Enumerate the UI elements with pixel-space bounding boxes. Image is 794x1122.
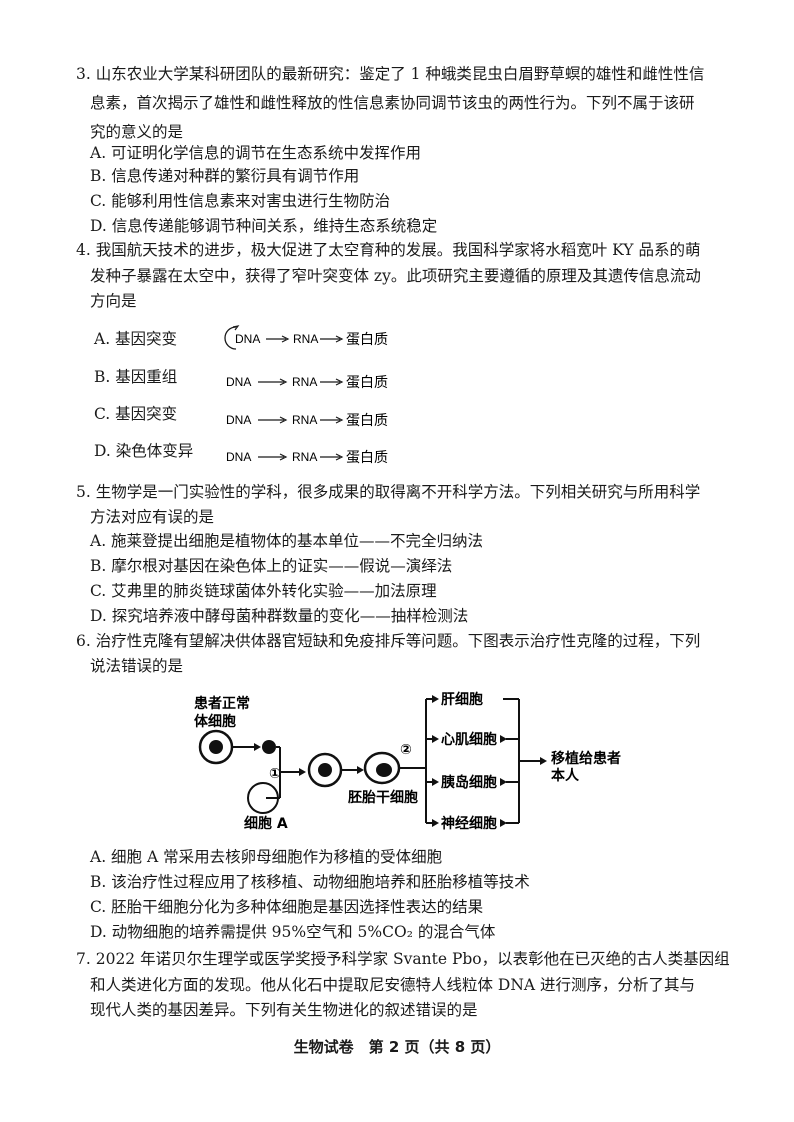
cell-a-label: 细胞 A: [244, 815, 288, 832]
arrow-head: [432, 778, 439, 786]
arrow-head: [335, 453, 344, 461]
q4-option-c-flow: DNA RNA 蛋白质: [226, 413, 388, 429]
protein-label: 蛋白质: [346, 450, 388, 466]
arrow-head: [432, 695, 439, 703]
q6-stem-line-2: 说法错误的是: [90, 657, 184, 675]
arrow-head: [279, 453, 288, 461]
arrow-head: [254, 743, 261, 751]
q5-option-d: D. 探究培养液中酵母菌种群数量的变化——抽样检测法: [90, 607, 469, 625]
q4-option-b-flow: DNA RNA 蛋白质: [226, 375, 388, 391]
q5-option-a: A. 施莱登提出细胞是植物体的基本单位——不完全归纳法: [90, 532, 484, 550]
liver-cell-label: 肝细胞: [441, 691, 483, 708]
stem-cell-label: 胚胎干细胞: [348, 789, 418, 806]
arrow-head: [500, 819, 507, 827]
q4-stem-line-2: 发种子暴露在太空中，获得了窄叶突变体 zy。此项研究主要遵循的原理及其遗传信息流…: [90, 267, 701, 285]
arrow-head: [281, 335, 290, 343]
q7-stem-line-3: 现代人类的基因差异。下列有关生物进化的叙述错误的是: [90, 1001, 478, 1019]
q5-stem-line-1: 5. 生物学是一门实验性的学科，很多成果的取得离不开科学方法。下列相关研究与所用…: [76, 483, 701, 501]
step-2-marker: ②: [400, 742, 412, 758]
arrow-head: [500, 778, 507, 786]
islet-cell-label: 胰岛细胞: [441, 774, 497, 791]
q4-option-d-flow: DNA RNA 蛋白质: [226, 450, 388, 466]
arrow-head: [279, 378, 288, 386]
q3-stem-line-1: 3. 山东农业大学某科研团队的最新研究：鉴定了 1 种蛾类昆虫白眉野草螟的雄性和…: [76, 65, 705, 83]
transplant-label-line2: 本人: [551, 767, 580, 784]
q6-stem-line-1: 6. 治疗性克隆有望解决供体器官短缺和免疫排斥等问题。下图表示治疗性克隆的过程，…: [76, 632, 701, 650]
patient-cell-label-line2: 体细胞: [194, 713, 236, 730]
q3-option-a: A. 可证明化学信息的调节在生态系统中发挥作用: [90, 144, 422, 162]
q5-option-b: B. 摩尔根对基因在染色体上的证实——假说—演绎法: [90, 557, 453, 575]
arrow-head: [335, 335, 344, 343]
rna-label: RNA: [293, 332, 318, 346]
q3-option-c: C. 能够利用性信息素来对害虫进行生物防治: [90, 192, 391, 210]
dna-label: DNA: [226, 375, 251, 389]
q4-option-a-label: A. 基因突变: [94, 330, 178, 348]
rna-label: RNA: [292, 413, 317, 427]
rna-label: RNA: [292, 450, 317, 464]
arrow-head: [335, 378, 344, 386]
arrow-head: [357, 766, 364, 774]
page-footer: 生物试卷 第 2 页（共 8 页）: [293, 1038, 501, 1056]
heart-cell-label: 心肌细胞: [441, 731, 497, 748]
dna-label: DNA: [226, 413, 251, 427]
therapeutic-cloning-diagram: 患者正常 体细胞 ① 细胞 A 胚胎干细胞 ② 肝细胞 心肌细胞 胰岛细胞 神经…: [194, 691, 621, 832]
arrow-head: [335, 416, 344, 424]
arrow-head: [299, 768, 306, 776]
q4-option-b-label: B. 基因重组: [94, 368, 178, 386]
dna-label: DNA: [226, 450, 251, 464]
arrow-head: [279, 416, 288, 424]
q4-option-d-label: D. 染色体变异: [94, 442, 194, 460]
arrow-head: [540, 757, 547, 765]
loop-arrowhead: [232, 325, 240, 331]
rna-label: RNA: [292, 375, 317, 389]
q4-stem-line-1: 4. 我国航天技术的进步，极大促进了太空育种的发展。我国科学家将水稻宽叶 KY …: [76, 241, 701, 259]
reconstructed-cell: [307, 752, 343, 788]
q3-option-d: D. 信息传递能够调节种间关系，维持生态系统稳定: [90, 217, 438, 235]
q6-option-a: A. 细胞 A 常采用去核卵母细胞作为移植的受体细胞: [90, 848, 443, 866]
q6-option-c: C. 胚胎干细胞分化为多种体细胞是基因选择性表达的结果: [90, 898, 484, 916]
arrow-head: [500, 735, 507, 743]
stem-cell-nucleus: [376, 763, 392, 777]
dna-label: DNA: [235, 332, 260, 346]
step-1-marker: ①: [269, 766, 281, 782]
q3-stem-line-2: 息素，首次揭示了雄性和雌性释放的性信息素协同调节该虫的两性行为。下列不属于该研: [90, 94, 695, 112]
q3-stem-line-3: 究的意义的是: [90, 123, 184, 141]
q7-stem-line-1: 7. 2022 年诺贝尔生理学或医学奖授予科学家 Svante Pbo，以表彰他…: [76, 950, 730, 968]
extracted-nucleus: [262, 740, 276, 754]
arrow-head: [432, 735, 439, 743]
protein-label: 蛋白质: [346, 413, 388, 429]
patient-cell-label-line1: 患者正常: [194, 695, 250, 712]
q6-option-d: D. 动物细胞的培养需提供 95%空气和 5%CO₂ 的混合气体: [90, 923, 496, 941]
q4-option-a-flow: DNA RNA 蛋白质: [224, 325, 388, 350]
q3-option-b: B. 信息传递对种群的繁衍具有调节作用: [90, 167, 360, 185]
embryonic-stem-cell: [363, 751, 401, 785]
q4-option-c-label: C. 基因突变: [94, 405, 178, 423]
arrow-head: [432, 819, 439, 827]
self-replication-loop: [224, 326, 237, 350]
q5-stem-line-2: 方法对应有误的是: [90, 508, 215, 526]
reconstructed-nucleus: [318, 763, 332, 777]
cell-a: [247, 782, 279, 814]
protein-label: 蛋白质: [346, 375, 388, 391]
q4-stem-line-3: 方向是: [90, 292, 137, 310]
protein-label: 蛋白质: [346, 332, 388, 348]
q5-option-c: C. 艾弗里的肺炎链球菌体外转化实验——加法原理: [90, 582, 437, 600]
patient-nucleus: [209, 740, 223, 754]
q6-option-b: B. 该治疗性过程应用了核移植、动物细胞培养和胚胎移植等技术: [90, 873, 530, 891]
nerve-cell-label: 神经细胞: [441, 815, 497, 832]
q7-stem-line-2: 和人类进化方面的发现。他从化石中提取尼安德特人线粒体 DNA 进行测序，分析了其…: [90, 976, 696, 994]
transplant-label-line1: 移植给患者: [551, 750, 621, 767]
